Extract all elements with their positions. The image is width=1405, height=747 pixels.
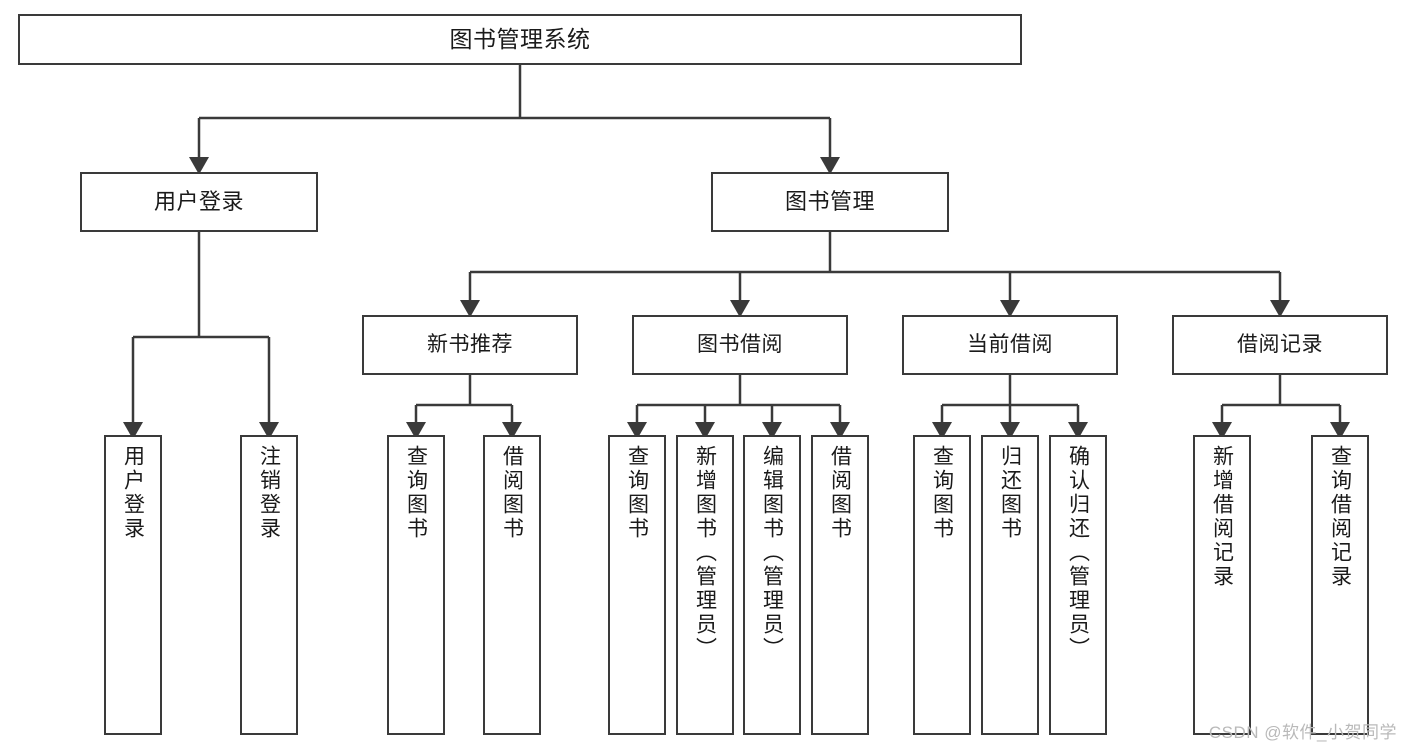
- node-label: 注销登录: [257, 445, 281, 541]
- node-label: 当前借阅: [967, 332, 1053, 356]
- node-label: 新增图书（管理员）: [693, 445, 717, 661]
- leaf-recommend-query-book[interactable]: 查询图书: [387, 435, 445, 735]
- node-label: 图书借阅: [697, 332, 783, 356]
- leaf-record-query-record[interactable]: 查询借阅记录: [1311, 435, 1369, 735]
- node-label: 新书推荐: [427, 332, 513, 356]
- leaf-current-query-book[interactable]: 查询图书: [913, 435, 971, 735]
- node-label: 查询图书: [625, 445, 649, 541]
- node-label: 用户登录: [121, 445, 145, 541]
- node-label: 用户登录: [153, 189, 244, 215]
- node-user-login[interactable]: 用户登录: [80, 172, 318, 232]
- node-label: 图书管理: [784, 189, 875, 215]
- leaf-user-login-logout[interactable]: 注销登录: [240, 435, 298, 735]
- node-label: 查询借阅记录: [1328, 445, 1352, 589]
- leaf-borrow-add-book-admin[interactable]: 新增图书（管理员）: [676, 435, 734, 735]
- leaf-recommend-borrow-book[interactable]: 借阅图书: [483, 435, 541, 735]
- node-book-management[interactable]: 图书管理: [711, 172, 949, 232]
- node-label: 图书管理系统: [449, 26, 591, 53]
- node-book-borrow[interactable]: 图书借阅: [632, 315, 848, 375]
- node-borrow-record[interactable]: 借阅记录: [1172, 315, 1388, 375]
- node-label: 查询图书: [930, 445, 954, 541]
- leaf-borrow-query-book[interactable]: 查询图书: [608, 435, 666, 735]
- leaf-record-add-record[interactable]: 新增借阅记录: [1193, 435, 1251, 735]
- node-label: 新增借阅记录: [1210, 445, 1234, 589]
- node-label: 借阅记录: [1237, 332, 1323, 356]
- leaf-current-return-book[interactable]: 归还图书: [981, 435, 1039, 735]
- leaf-user-login-login[interactable]: 用户登录: [104, 435, 162, 735]
- node-label: 确认归还（管理员）: [1066, 445, 1090, 661]
- watermark-text: CSDN @软件_小贺同学: [1208, 723, 1397, 742]
- node-label: 借阅图书: [828, 445, 852, 541]
- node-label: 编辑图书（管理员）: [760, 445, 784, 661]
- node-new-book-recommend[interactable]: 新书推荐: [362, 315, 578, 375]
- leaf-borrow-edit-book-admin[interactable]: 编辑图书（管理员）: [743, 435, 801, 735]
- node-label: 查询图书: [404, 445, 428, 541]
- leaf-current-confirm-return-admin[interactable]: 确认归还（管理员）: [1049, 435, 1107, 735]
- node-label: 归还图书: [998, 445, 1022, 541]
- node-current-borrow[interactable]: 当前借阅: [902, 315, 1118, 375]
- node-root-system[interactable]: 图书管理系统: [18, 14, 1022, 65]
- node-label: 借阅图书: [500, 445, 524, 541]
- leaf-borrow-borrow-book[interactable]: 借阅图书: [811, 435, 869, 735]
